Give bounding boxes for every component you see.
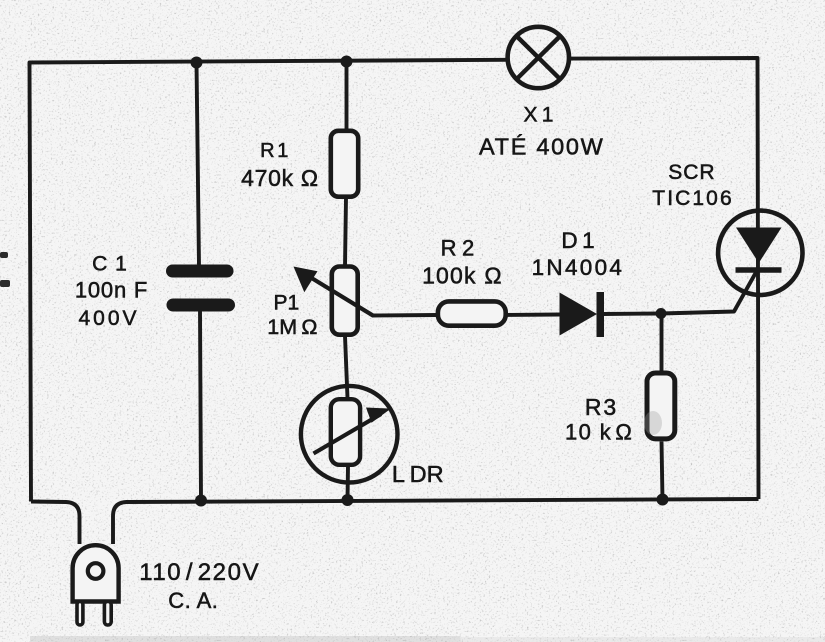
svg-text:R 1: R 1	[260, 140, 289, 162]
svg-text:R 3: R 3	[585, 394, 616, 420]
svg-text:C 1: C 1	[92, 253, 128, 276]
svg-text:X 1: X 1	[524, 104, 554, 127]
svg-text:110 / 220V: 110 / 220V	[139, 559, 260, 586]
svg-text:400V: 400V	[78, 307, 139, 330]
svg-text:10 k Ω: 10 k Ω	[565, 420, 633, 445]
svg-text:SCR: SCR	[668, 161, 715, 184]
svg-text:ATÉ 400W: ATÉ 400W	[479, 133, 604, 159]
svg-text:TIC106: TIC106	[652, 187, 733, 210]
svg-text:1N4004: 1N4004	[532, 255, 625, 280]
svg-text:P1: P1	[274, 291, 300, 314]
svg-text:R 2: R 2	[441, 236, 475, 261]
svg-text:C. A.: C. A.	[168, 588, 218, 613]
svg-text:100n F: 100n F	[75, 277, 148, 302]
svg-text:1M Ω: 1M Ω	[267, 315, 317, 339]
svg-text:L DR: L DR	[392, 461, 444, 487]
svg-text:100k Ω: 100k Ω	[422, 263, 503, 289]
svg-text:D 1: D 1	[561, 228, 594, 253]
svg-text:470k Ω: 470k Ω	[241, 165, 319, 191]
